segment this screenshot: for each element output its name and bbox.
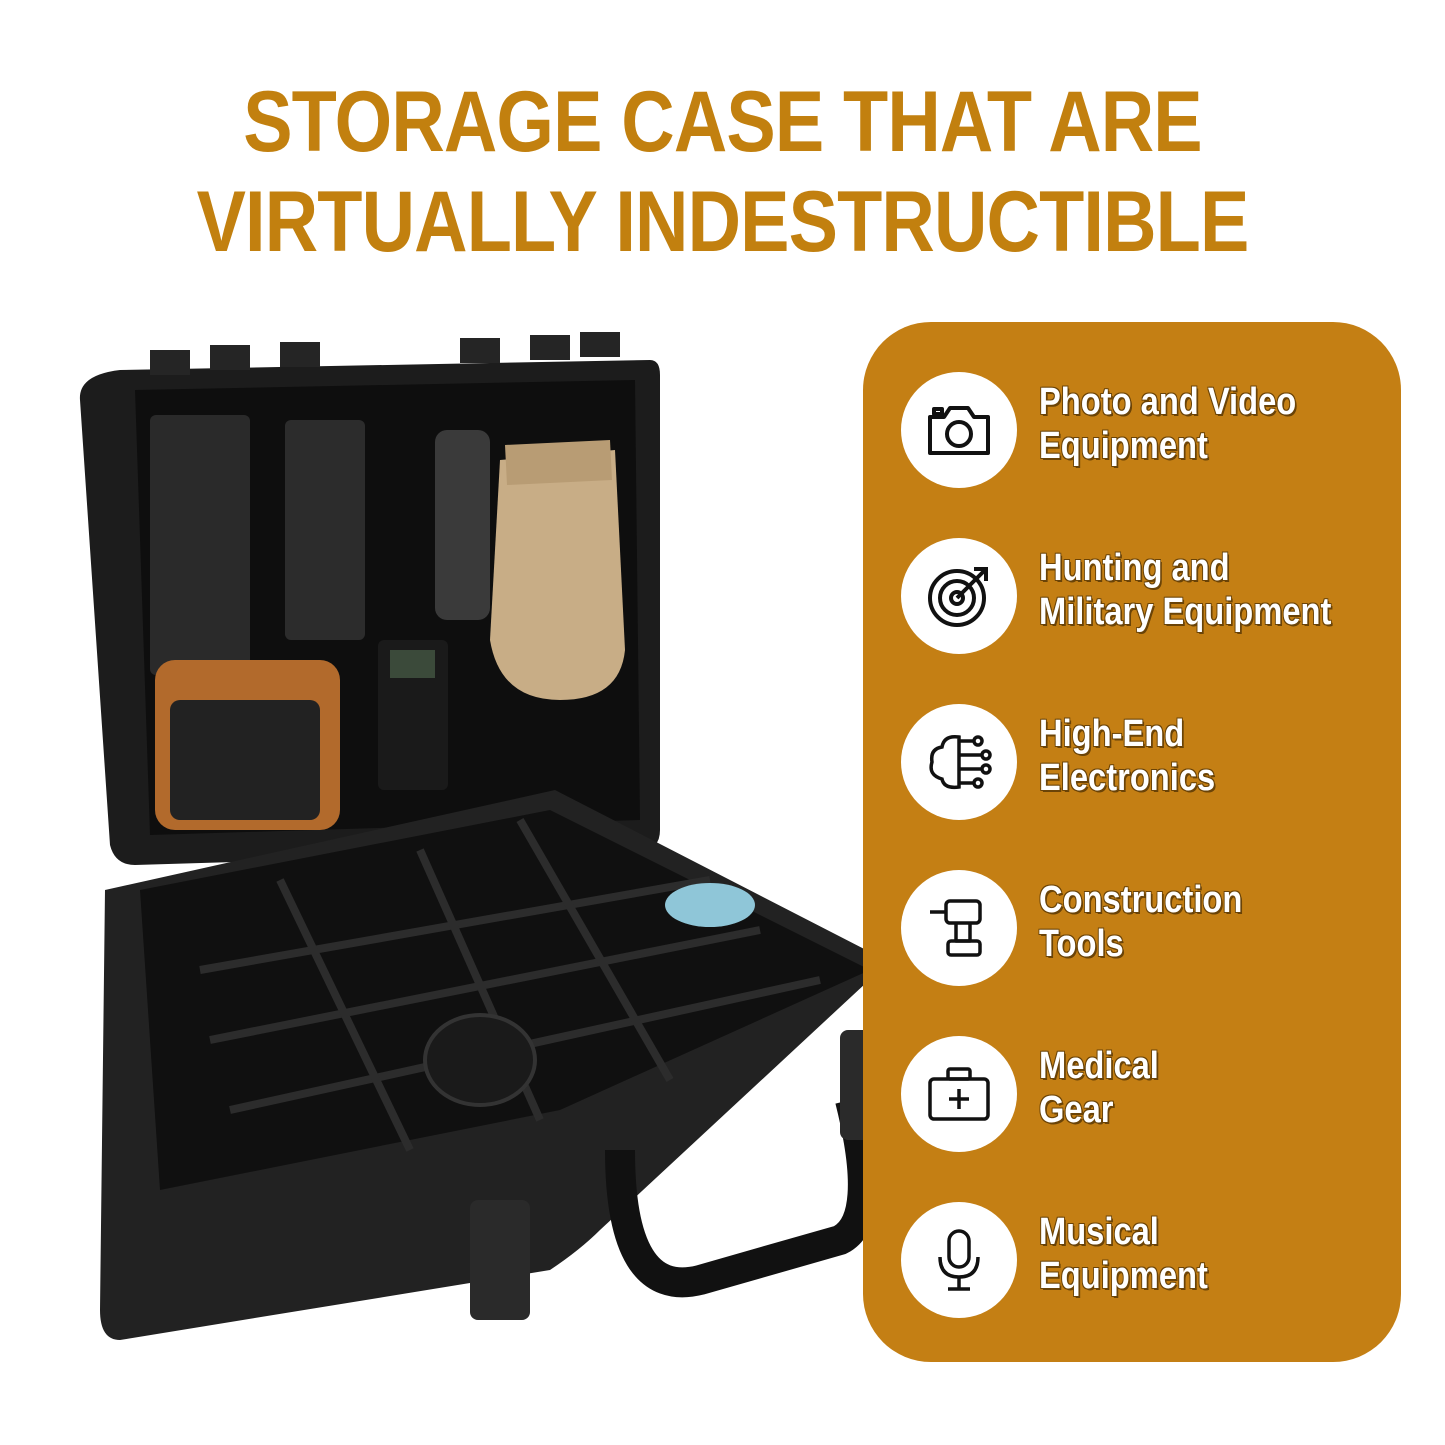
camera-icon — [901, 372, 1017, 488]
headline: STORAGE CASE THAT ARE VIRTUALLY INDESTRU… — [101, 72, 1344, 272]
drill-icon — [901, 870, 1017, 986]
feature-label: High-End Electronics — [1039, 713, 1216, 799]
brain-circuit-icon — [901, 704, 1017, 820]
feature-label: Construction Tools — [1039, 879, 1243, 965]
headline-line-1: STORAGE CASE THAT ARE — [243, 74, 1202, 170]
feature-photo-video: Photo and Video Equipment — [901, 372, 1401, 488]
feature-medical: Medical Gear — [901, 1036, 1401, 1152]
feature-label: Hunting and Military Equipment — [1039, 547, 1332, 633]
feature-hunting-military: Hunting and Military Equipment — [901, 538, 1401, 654]
feature-musical: Musical Equipment — [901, 1202, 1401, 1318]
feature-label: Medical Gear — [1039, 1045, 1159, 1131]
case-lid — [79, 332, 661, 865]
headline-line-2: VIRTUALLY INDESTRUCTIBLE — [196, 174, 1250, 270]
first-aid-kit-icon — [901, 1036, 1017, 1152]
microphone-icon — [901, 1202, 1017, 1318]
storage-case-photo — [79, 332, 905, 1340]
case-base — [100, 790, 905, 1340]
feature-label: Photo and Video Equipment — [1039, 381, 1297, 467]
use-cases-panel: Photo and Video Equipment Hunting and Mi… — [863, 322, 1401, 1362]
feature-electronics: High-End Electronics — [901, 704, 1401, 820]
feature-construction: Construction Tools — [901, 870, 1401, 986]
feature-label: Musical Equipment — [1039, 1211, 1208, 1297]
radar-icon — [901, 538, 1017, 654]
